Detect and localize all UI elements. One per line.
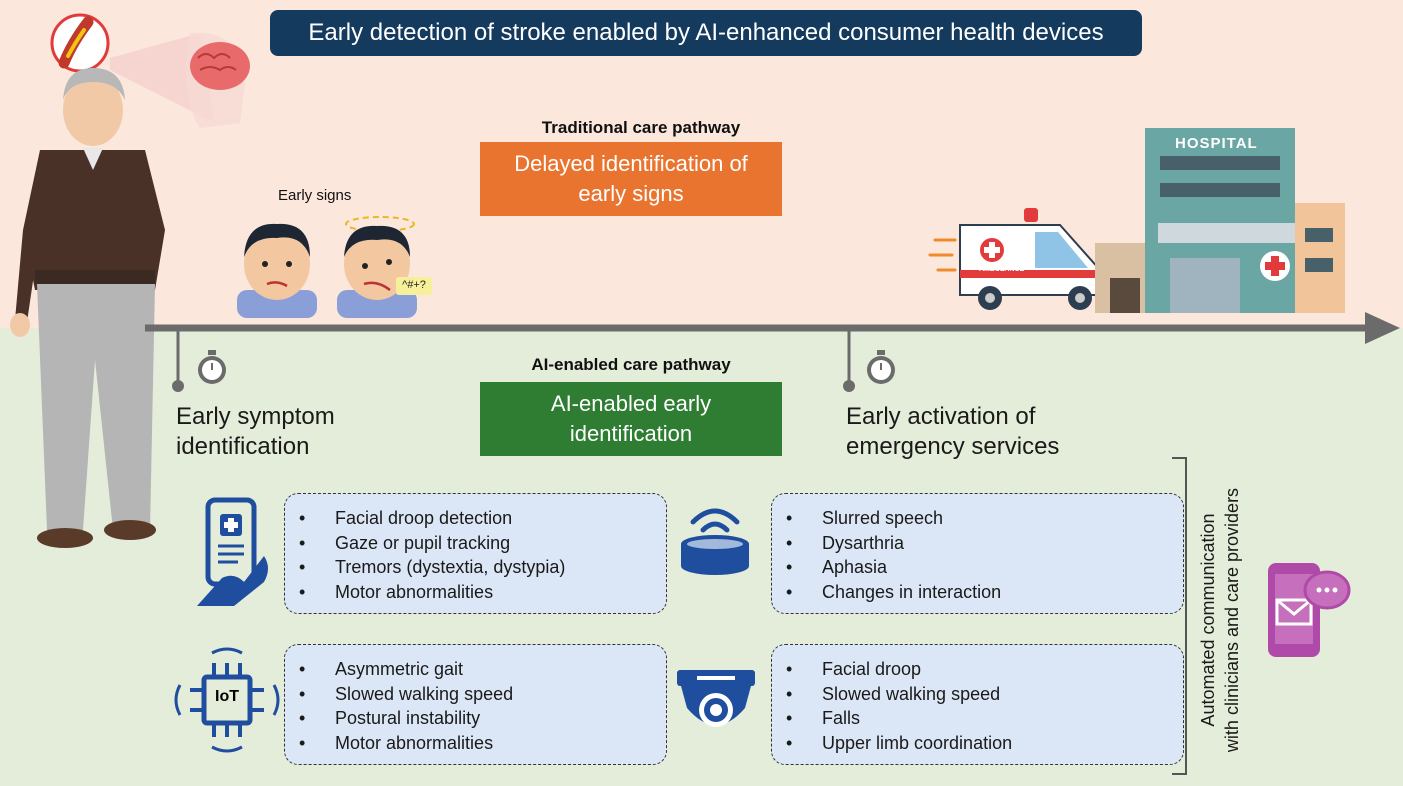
bullet-icon: • — [299, 683, 306, 704]
bullet-icon: • — [299, 581, 306, 602]
hospital-sign: HOSPITAL — [1175, 135, 1258, 152]
feature-item: • Aphasia — [786, 555, 1173, 580]
feature-text: Gaze or pupil tracking — [335, 532, 511, 553]
stopwatch-icon — [867, 350, 895, 384]
feature-item: • Facial droop detection — [299, 506, 656, 531]
feature-item: • Motor abnormalities — [299, 731, 656, 756]
early-signs-faces — [237, 216, 432, 318]
stopwatch-icon — [198, 350, 226, 384]
traditional-pathway-box: Delayed identification of early signs — [480, 142, 782, 216]
bullet-icon: • — [299, 732, 306, 753]
wearable-feature-list: • Asymmetric gait • Slowed walking speed • Po… — [299, 657, 656, 755]
feature-item: • Slowed walking speed — [786, 682, 1173, 707]
feature-text: Aphasia — [822, 557, 888, 577]
traditional-pathway-heading: Traditional care pathway — [541, 118, 741, 137]
face-dizzy — [337, 216, 432, 318]
automated-communication-label: Automated communication with clinicians … — [1196, 470, 1254, 770]
early-emergency-activation: Early activation of emergency services — [846, 402, 1059, 462]
feature-item: • Motor abnormalities — [299, 580, 656, 605]
communication-line1: Automated communication — [1198, 513, 1218, 727]
ambulance-label: AMBULANCE — [979, 266, 1025, 273]
feature-text: Falls — [822, 708, 861, 728]
wearable-iot-chip-icon — [174, 647, 280, 753]
security-camera-icon — [677, 670, 755, 727]
brain-artery-icon — [50, 13, 250, 128]
symptom-line2: identification — [176, 433, 310, 460]
feature-text: Slurred speech — [822, 508, 944, 528]
bullet-icon: • — [299, 659, 306, 679]
bullet-icon: • — [786, 732, 793, 753]
smartphone-feature-list: • Facial droop detection • Gaze or pupil tr… — [299, 506, 656, 604]
elderly-man-illustration — [10, 68, 165, 548]
emergency-line2: emergency services — [846, 433, 1060, 460]
bullet-icon: • — [786, 508, 793, 528]
ai-box-line1: AI-enabled early — [550, 391, 712, 416]
feature-text: Upper limb coordination — [822, 732, 1013, 753]
feature-item: • Changes in interaction — [786, 580, 1173, 605]
bullet-icon: • — [299, 557, 306, 577]
feature-item: • Gaze or pupil tracking — [299, 531, 656, 556]
feature-text: Dysarthria — [822, 532, 905, 553]
feature-item: • Asymmetric gait — [299, 657, 656, 682]
iot-chip-label: IoT — [215, 688, 239, 705]
communication-bracket — [1172, 457, 1187, 775]
ai-box-line2: identification — [569, 421, 693, 446]
bullet-icon: • — [786, 532, 793, 553]
emergency-line1: Early activation of — [846, 403, 1036, 430]
symptom-line1: Early symptom — [176, 403, 335, 430]
ai-pathway-heading: AI-enabled care pathway — [531, 355, 731, 374]
ambulance-illustration — [928, 208, 1101, 310]
face-normal — [237, 223, 317, 318]
smart-speaker-features-box: • Slurred speech • Dysarthria • Aphasia • Chang… — [771, 493, 1184, 614]
early-signs-label: Early signs — [278, 187, 352, 204]
early-symptom-identification: Early symptom identification — [176, 402, 335, 462]
diagram-title: Early detection of stroke enabled by AI-… — [308, 19, 1104, 46]
feature-text: Postural instability — [335, 708, 481, 728]
timeline-axis — [145, 312, 1400, 392]
bullet-icon: • — [299, 708, 306, 728]
camera-feature-list: • Facial droop • Slowed walking speed • Falls… — [786, 657, 1173, 755]
bullet-icon: • — [786, 708, 793, 728]
feature-text: Facial droop — [822, 659, 922, 679]
camera-features-box: • Facial droop • Slowed walking speed • Falls… — [771, 644, 1184, 765]
wearable-features-box: • Asymmetric gait • Slowed walking speed • Po… — [284, 644, 667, 765]
traditional-box-line2: early signs — [578, 181, 684, 206]
feature-item: • Facial droop — [786, 657, 1173, 682]
feature-item: • Tremors (dystextia, dystypia) — [299, 555, 656, 580]
traditional-box-line1: Delayed identification of — [514, 151, 748, 176]
smart-speaker-feature-list: • Slurred speech • Dysarthria • Aphasia • Chang… — [786, 506, 1173, 604]
bullet-icon: • — [786, 557, 793, 577]
bullet-icon: • — [786, 659, 793, 679]
messaging-phone-icon — [1268, 563, 1351, 657]
feature-text: Slowed walking speed — [335, 683, 514, 704]
feature-item: • Slowed walking speed — [299, 682, 656, 707]
feature-item: • Falls — [786, 706, 1173, 731]
bullet-icon: • — [299, 532, 306, 553]
bullet-icon: • — [299, 508, 306, 528]
feature-item: • Postural instability — [299, 706, 656, 731]
smart-speaker-icon — [681, 508, 749, 575]
ai-pathway-box: AI-enabled early identification — [480, 382, 782, 456]
hospital-building — [1095, 128, 1345, 313]
feature-text: Motor abnormalities — [335, 732, 494, 753]
feature-text: Changes in interaction — [822, 581, 1002, 602]
title-banner: Early detection of stroke enabled by AI-… — [270, 10, 1142, 56]
feature-text: Tremors (dystextia, dystypia) — [335, 557, 566, 577]
feature-item: • Slurred speech — [786, 506, 1173, 531]
feature-item: • Dysarthria — [786, 531, 1173, 556]
feature-text: Slowed walking speed — [822, 683, 1001, 704]
feature-item: • Upper limb coordination — [786, 731, 1173, 756]
feature-text: Motor abnormalities — [335, 581, 494, 602]
communication-line2: with clinicians and care providers — [1222, 487, 1242, 753]
confused-speech-bubble: ^#+? — [402, 279, 426, 291]
bullet-icon: • — [786, 581, 793, 602]
smartphone-features-box: • Facial droop detection • Gaze or pupil tr… — [284, 493, 667, 614]
feature-text: Asymmetric gait — [335, 659, 464, 679]
feature-text: Facial droop detection — [335, 508, 513, 528]
smartphone-health-icon — [197, 497, 268, 606]
bullet-icon: • — [786, 683, 793, 704]
